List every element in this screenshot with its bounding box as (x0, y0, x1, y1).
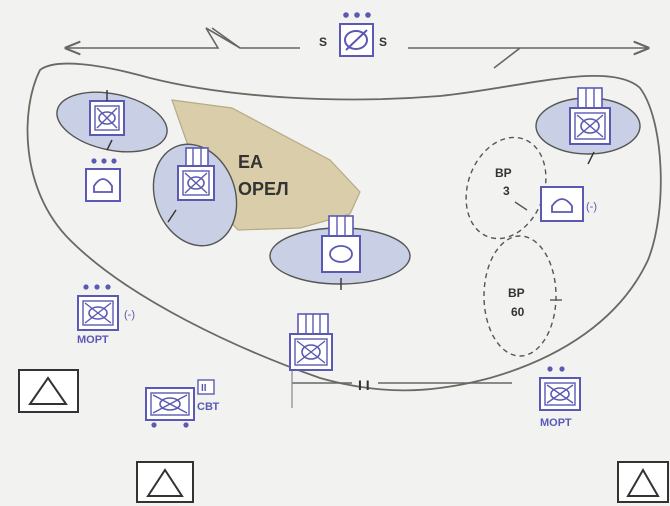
bp60-outline (483, 235, 557, 357)
bp4-tick (587, 151, 595, 165)
screen-line (66, 27, 300, 48)
boundary-symbol: I I (358, 377, 370, 393)
screen-label-right: S (379, 35, 387, 49)
bp60-label-1: BP (508, 286, 525, 300)
cbt-unit (145, 379, 215, 428)
bp3-label-1: BP (495, 166, 512, 180)
mortar-unit-right (539, 366, 581, 411)
screen-unit (339, 12, 374, 57)
reduced-label-right: (-) (586, 201, 597, 213)
bp3-label-2: 3 (503, 184, 510, 198)
engagement-area-label-1: EA (238, 152, 263, 172)
armor-unit-reduced-right (540, 186, 584, 222)
area-boundary (26, 62, 662, 392)
engagement-area-label-2: ОРЕЛ (238, 179, 289, 199)
mortar-label-left: МОРТ (77, 334, 109, 346)
cbt-echelon: II (201, 383, 207, 394)
bp60-label-2: 60 (511, 305, 525, 319)
mech-unit-bottom (289, 313, 333, 371)
bp1-tick (106, 139, 113, 151)
observation-post-left (18, 369, 79, 413)
screen-jog (211, 27, 241, 49)
mortar-label-right: МОРТ (540, 417, 572, 429)
screen-line-right (408, 48, 648, 69)
mech-unit-bp4 (569, 87, 611, 145)
mortar-unit-left (77, 284, 119, 331)
mech-unit-bp1 (89, 90, 125, 136)
screen-label-left: S (319, 35, 327, 49)
bp2-tick (167, 209, 177, 223)
armor-unit-center (321, 215, 361, 273)
reduced-label-left: (-) (124, 309, 135, 321)
cbt-label: СВТ (197, 401, 219, 413)
observation-post-bottom (136, 461, 194, 503)
armor-unit-left (85, 158, 121, 202)
observation-post-right (617, 461, 669, 503)
bp3-tick (514, 201, 528, 211)
mech-unit-bp2 (177, 147, 215, 201)
